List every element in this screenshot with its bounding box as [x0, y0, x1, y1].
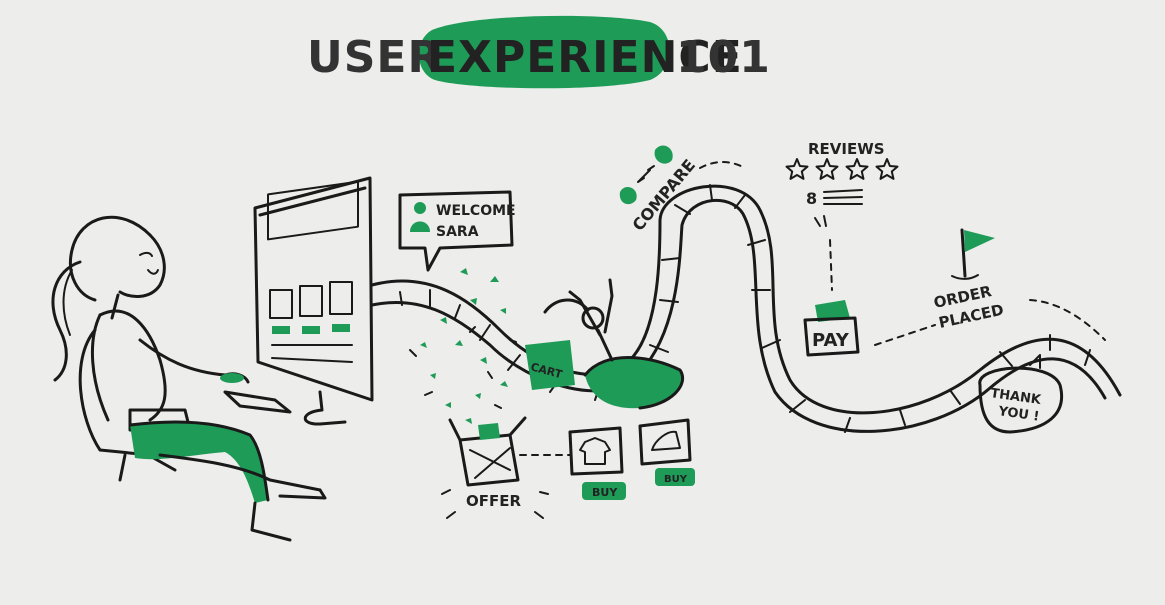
title-experience: EXPERIENCE [427, 32, 743, 83]
buy-label-1: BUY [592, 486, 618, 499]
pay-button[interactable] [803, 316, 860, 357]
shoe-icon [651, 430, 681, 451]
pay-step: PAY [803, 300, 936, 357]
computer-monitor [253, 176, 374, 426]
star-icon [875, 158, 899, 180]
woman-figure [51, 215, 327, 542]
thank-you-line-2: YOU ! [996, 404, 1040, 425]
product-cards: BUY BUY [519, 418, 695, 500]
title-user: USER [307, 32, 442, 83]
offer-label: OFFER [466, 492, 521, 510]
review-count: 8 [806, 189, 817, 208]
cart-icon [525, 340, 575, 390]
star-icon [785, 158, 809, 180]
buy-button-2[interactable] [655, 468, 695, 486]
order-placed-step: ORDER PLACED [932, 228, 1106, 341]
item-a-icon [619, 186, 637, 205]
mouse-icon [220, 373, 244, 383]
title-highlight [418, 15, 670, 89]
journey-track [370, 184, 1122, 433]
keyboard-icon [223, 390, 292, 414]
star-icon [845, 158, 869, 180]
confetti [409, 268, 517, 424]
thank-you-line-1: THANK [989, 386, 1042, 408]
review-stars [785, 158, 899, 180]
reviews-step: REVIEWS 8 [785, 140, 899, 291]
welcome-bubble: WELCOME SARA [398, 190, 516, 272]
pay-label: PAY [812, 330, 850, 351]
offer-box: OFFER [441, 416, 549, 519]
welcome-name: SARA [436, 224, 479, 240]
shirt-icon [579, 437, 611, 465]
cart-rider: CART [525, 278, 684, 410]
thank-you-bubble: THANK YOU ! [978, 354, 1063, 434]
buy-button-1[interactable] [582, 482, 626, 500]
page-title: USER EXPERIENCE 101 [307, 15, 771, 89]
star-icon [815, 158, 839, 180]
title-101: 101 [676, 32, 771, 83]
flag-icon [964, 230, 995, 252]
welcome-text: WELCOME [436, 203, 516, 219]
reviews-label: REVIEWS [808, 140, 885, 158]
buy-label-2: BUY [664, 474, 688, 485]
compare-label: COMPARE [629, 156, 700, 235]
user-avatar-icon [414, 202, 426, 214]
item-b-icon [654, 145, 673, 164]
